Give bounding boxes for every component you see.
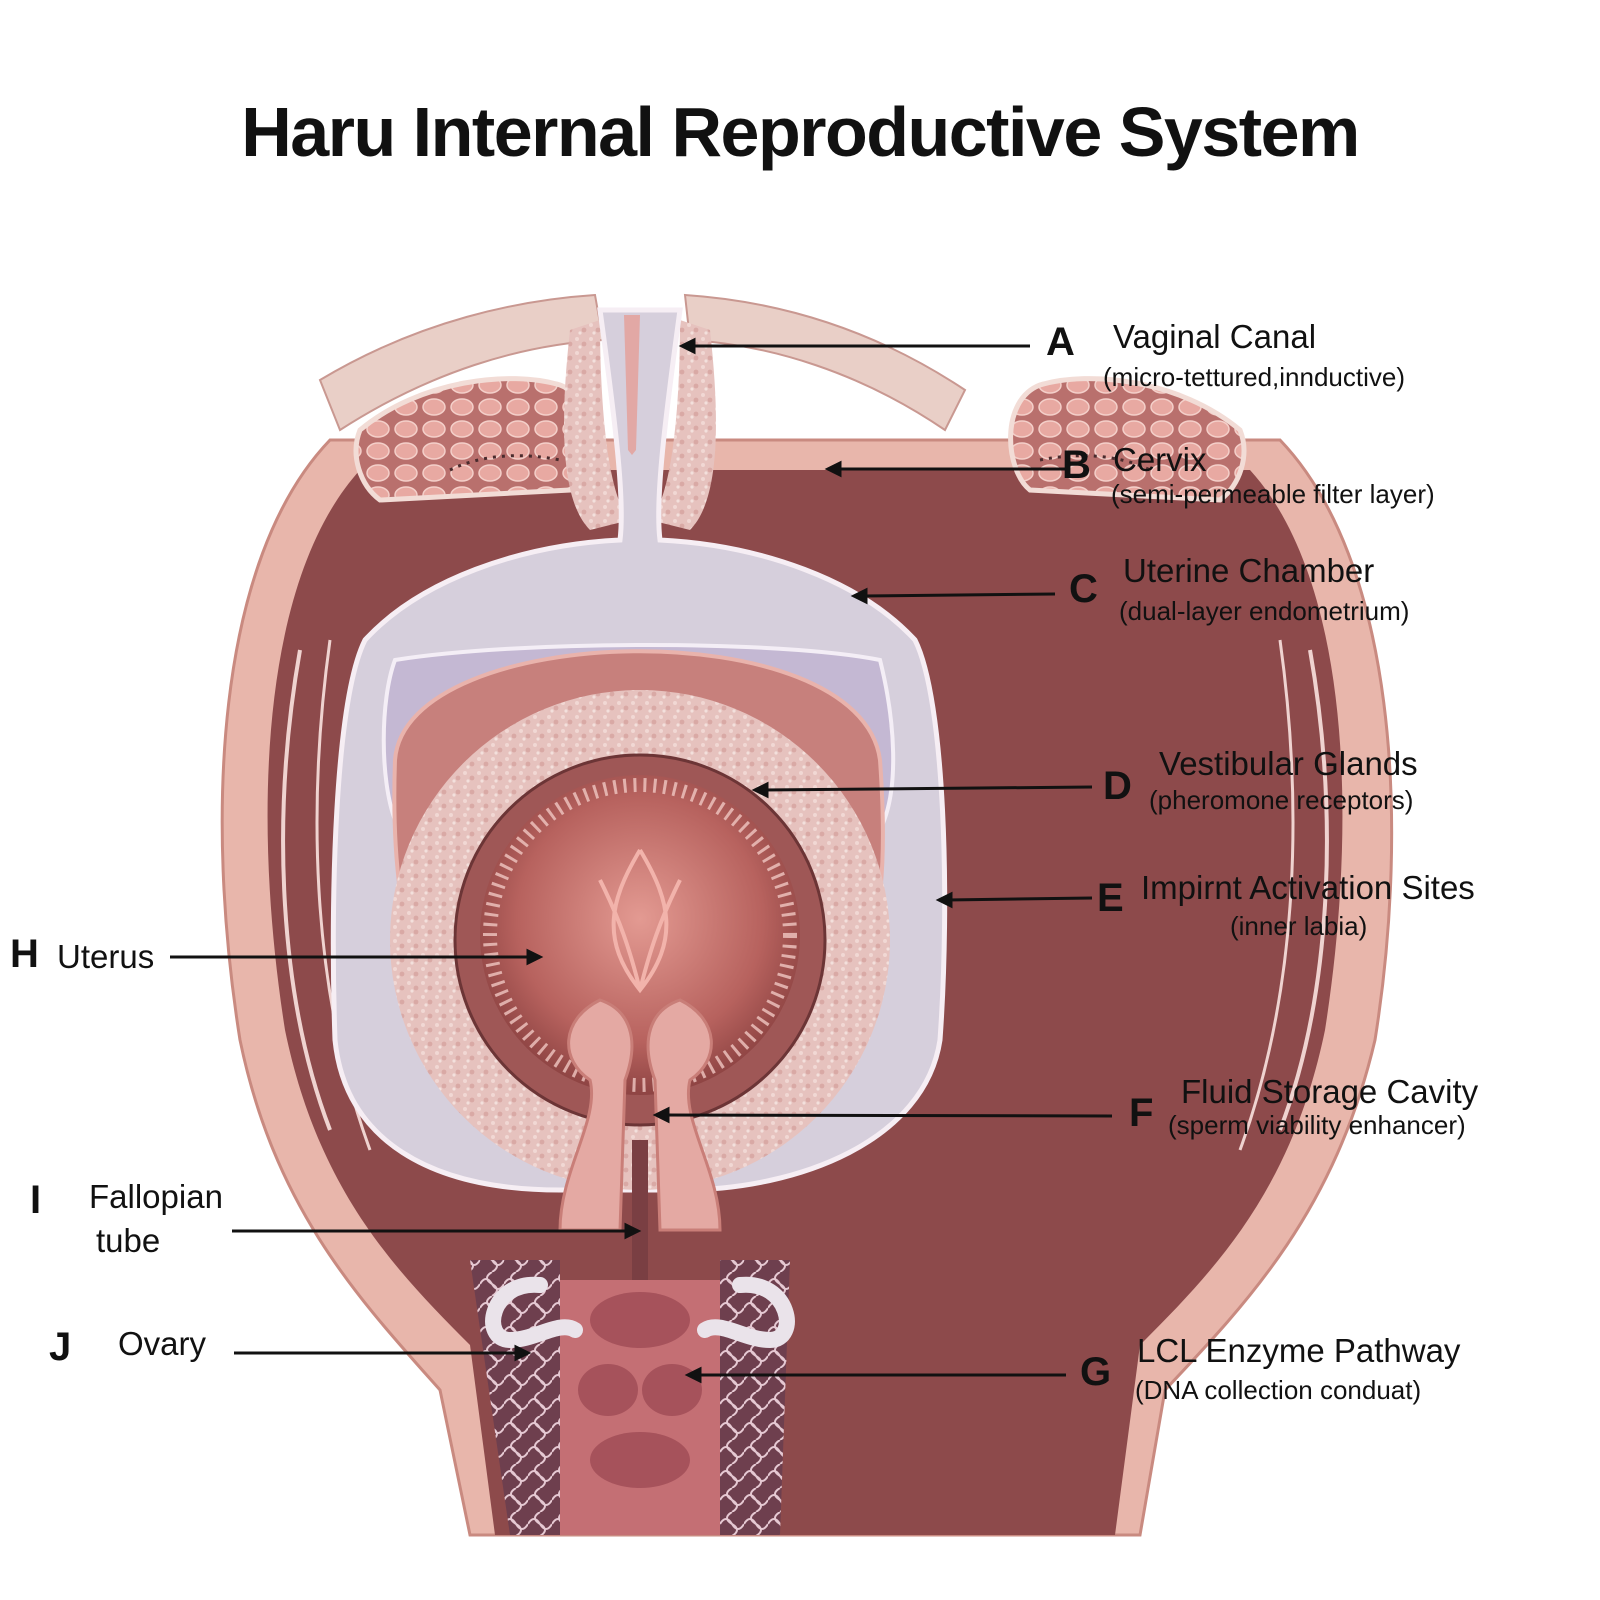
tube-left xyxy=(558,998,634,1232)
label-letter-d: D xyxy=(1103,764,1132,808)
pad-right xyxy=(1008,376,1247,503)
label-name-i-line1: Fallopian xyxy=(89,1178,223,1215)
leader-F xyxy=(663,1113,1113,1118)
label-detail-c: (dual-layer endometrium) xyxy=(1119,596,1410,626)
leader-E xyxy=(946,896,1093,902)
label-name-d: Vestibular Glands xyxy=(1159,745,1418,782)
uterus-core xyxy=(480,775,800,1095)
label-letter-g: G xyxy=(1080,1350,1112,1394)
label-name-e: Impirnt Activation Sites xyxy=(1141,869,1475,906)
page-title: Haru Internal Reproductive System xyxy=(241,93,1360,171)
label-name-h: Uterus xyxy=(57,938,155,975)
label-name-j: Ovary xyxy=(118,1325,207,1362)
vaginal-canal-line xyxy=(624,315,640,455)
label-detail-d: (pheromone receptors) xyxy=(1149,785,1414,815)
label-name-i-line2: tube xyxy=(96,1222,161,1259)
label-name-b: Cervix xyxy=(1113,441,1207,478)
ovary-right xyxy=(697,1276,795,1349)
label-detail-b: (semi-permeable filter layer) xyxy=(1111,479,1435,509)
label-name-g: LCL Enzyme Pathway xyxy=(1137,1332,1461,1369)
label-letter-c: C xyxy=(1069,567,1098,611)
label-name-a: Vaginal Canal xyxy=(1113,318,1317,355)
label-detail-a: (micro-tettured,innductive) xyxy=(1103,362,1405,392)
label-letter-e: E xyxy=(1097,876,1124,920)
label-letter-j: J xyxy=(49,1325,72,1369)
label-letter-i: I xyxy=(30,1178,42,1222)
top-cap-right xyxy=(683,293,967,432)
ovary-left xyxy=(485,1276,583,1349)
label-detail-f: (sperm viability enhancer) xyxy=(1168,1110,1466,1140)
leader-D xyxy=(762,785,1093,792)
leader-C xyxy=(861,592,1056,598)
label-name-c: Uterine Chamber xyxy=(1123,552,1375,589)
label-detail-e: (inner labia) xyxy=(1230,911,1368,941)
label-letter-b: B xyxy=(1062,443,1091,487)
label-letter-h: H xyxy=(10,932,39,976)
label-detail-g: (DNA collection conduat) xyxy=(1135,1375,1422,1405)
label-letter-f: F xyxy=(1129,1091,1154,1135)
label-letter-a: A xyxy=(1046,320,1075,364)
label-name-f: Fluid Storage Cavity xyxy=(1181,1073,1479,1110)
